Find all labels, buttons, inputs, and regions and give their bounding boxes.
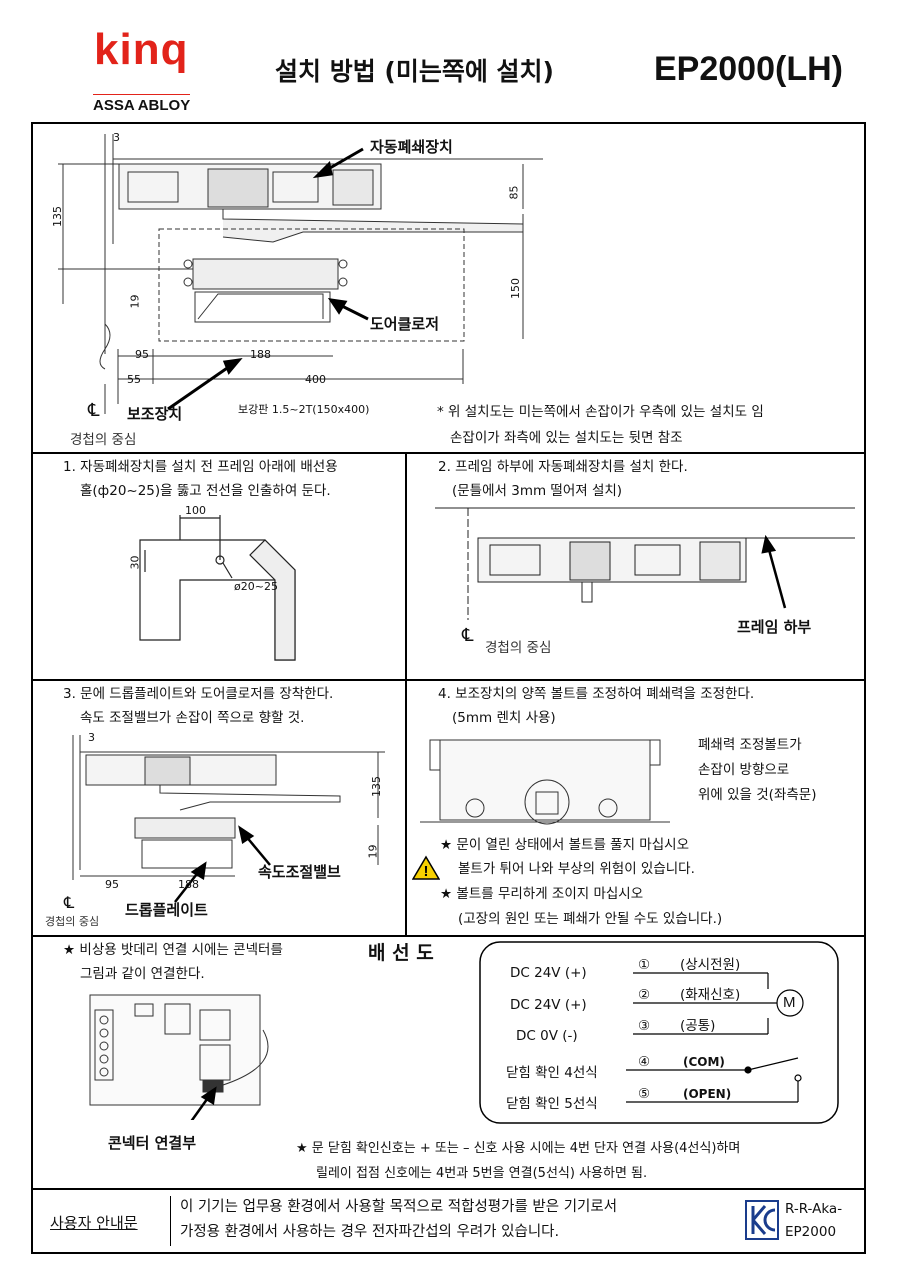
step4-warning-1: ★ 문이 열린 상태에서 볼트를 풀지 마십시오 (440, 837, 689, 853)
wire-row-4-desc: (COM) (683, 1055, 725, 1069)
dim-85: 85 (507, 185, 521, 200)
step4-warning-4: (고장의 원인 또는 폐쇄가 안될 수도 있습니다.) (458, 911, 723, 927)
step3-plate-label: 드롭플레이트 (125, 901, 208, 919)
divider (31, 679, 866, 681)
step4-text-2: (5mm 렌치 사용) (452, 710, 556, 726)
overview-note-1: * 위 설치도는 미는쪽에서 손잡이가 우측에 있는 설치도 임 (437, 404, 764, 420)
label-auto-lock: 자동폐쇄장치 (370, 138, 453, 156)
step3-dim-3: 3 (88, 731, 95, 744)
step1-text-1: 1. 자동폐쇄장치를 설치 전 프레임 아래에 배선용 (63, 459, 338, 475)
step1-hole-label: ø20~25 (234, 580, 278, 593)
centerline-icon: ℄ (64, 893, 75, 912)
wire-row-5-num: ⑤ (638, 1086, 651, 1102)
logo-kinq: kinq (94, 25, 189, 74)
motor-label: M (783, 994, 796, 1011)
step1-text-2: 홀(ф20~25)을 뚫고 전선을 인출하여 둔다. (80, 483, 331, 499)
step3-valve-label: 속도조절밸브 (258, 863, 341, 881)
wire-row-2-desc: (화재신호) (680, 987, 741, 1003)
hinge-center-label: 경첩의 중심 (70, 432, 137, 448)
logo-assa-abloy: ASSA ABLOY (93, 94, 191, 114)
wire-row-1-left: DC 24V (+) (510, 965, 587, 981)
controller-board-diagram (89, 994, 269, 1120)
user-notice-label: 사용자 안내문 (50, 1214, 138, 1232)
step4-aux-diagram (420, 739, 670, 825)
dim-150: 150 (509, 278, 522, 299)
wire-row-4-left: 닫힘 확인 4선식 (506, 1065, 598, 1081)
step4-text-1: 4. 보조장치의 양쪽 볼트를 조정하여 폐쇄력을 조정한다. (438, 686, 755, 702)
wire-row-5-desc: (OPEN) (683, 1087, 732, 1101)
step3-center-label: 경첩의 중심 (45, 915, 100, 928)
step2-frame-label: 프레임 하부 (737, 618, 812, 636)
wiring-footnote-2: 릴레이 접점 신호에는 4번과 5번을 연결(5선식) 사용하면 됨. (316, 1166, 648, 1181)
step2-text-1: 2. 프레임 하부에 자동폐쇄장치를 설치 한다. (438, 459, 688, 475)
wire-row-2-num: ② (638, 987, 651, 1003)
wiring-footnote-1: ★ 문 닫힘 확인신호는 + 또는 – 신호 사용 시에는 4번 단자 연결 사… (296, 1141, 741, 1156)
cert-number-1: R-R-Aka- (785, 1201, 843, 1217)
cert-number-2: EP2000 (785, 1224, 837, 1240)
model-number: EP2000(LH) (654, 50, 843, 88)
reinforce-plate-label: 보강판 1.5~2T(150x400) (238, 403, 370, 416)
dim-95: 95 (135, 348, 149, 361)
wire-row-3-desc: (공통) (680, 1018, 716, 1034)
notice-text-1: 이 기기는 업무용 환경에서 사용할 목적으로 적합성평가를 받은 기기로서 (180, 1199, 618, 1215)
dim-188: 188 (250, 348, 271, 361)
dim-55: 55 (127, 373, 141, 386)
step1-dim-30: 30 (128, 555, 142, 570)
battery-note-1: ★ 비상용 밧데리 연결 시에는 콘넥터를 (63, 942, 283, 958)
step1-frame-diagram (139, 515, 296, 661)
step3-dim-135: 135 (370, 776, 383, 797)
wire-row-1-desc: (상시전원) (680, 957, 741, 973)
step1-dim-100: 100 (185, 504, 206, 517)
wire-row-3-left: DC 0V (-) (516, 1028, 578, 1044)
page-title: 설치 방법 (미는쪽에 설치) (275, 57, 554, 86)
divider (31, 935, 866, 937)
wire-row-3-num: ③ (638, 1018, 651, 1034)
connector-label: 콘넥터 연결부 (108, 1134, 197, 1152)
wire-row-1-num: ① (638, 957, 651, 973)
wiring-diagram (479, 941, 839, 1124)
dim-400: 400 (305, 373, 326, 386)
step3-closer-diagram (72, 735, 385, 903)
wire-row-5-left: 닫힘 확인 5선식 (506, 1096, 598, 1112)
step2-text-2: (문틀에서 3mm 떨어져 설치) (452, 483, 623, 499)
kc-certification-icon (745, 1200, 779, 1240)
step3-text-1: 3. 문에 드롭플레이트와 도어클로저를 장착한다. (63, 686, 334, 702)
installation-overview-diagram (58, 134, 543, 414)
divider (31, 1188, 866, 1190)
divider (405, 452, 407, 935)
centerline-icon: ℄ (88, 400, 100, 421)
wire-row-2-left: DC 24V (+) (510, 997, 587, 1013)
warning-icon: ! (412, 855, 440, 880)
step3-dim-95: 95 (105, 878, 119, 891)
svg-text:!: ! (424, 863, 429, 880)
label-door-closer: 도어클로저 (370, 315, 440, 333)
divider (31, 452, 866, 454)
centerline-icon: ℄ (462, 625, 474, 646)
dim-19: 19 (128, 294, 142, 309)
overview-note-2: 손잡이가 좌측에 있는 설치도는 뒷면 참조 (450, 430, 683, 446)
wiring-title: 배 선 도 (368, 942, 434, 964)
step2-center-label: 경첩의 중심 (485, 640, 552, 656)
step3-text-2: 속도 조절밸브가 손잡이 쪽으로 향할 것. (80, 710, 305, 726)
step4-bolt-note-1: 폐쇄력 조정볼트가 (698, 737, 802, 753)
step2-mount-diagram (435, 507, 855, 620)
dim-3: 3 (113, 131, 120, 144)
step4-bolt-note-2: 손잡이 방향으로 (698, 762, 790, 778)
step4-warning-3: ★ 볼트를 무리하게 조이지 마십시오 (440, 886, 644, 902)
wire-row-4-num: ④ (638, 1054, 651, 1070)
step4-warning-2: 볼트가 튀어 나와 부상의 위험이 있습니다. (458, 861, 695, 877)
step3-dim-188: 188 (178, 878, 199, 891)
label-aux-device: 보조장치 (127, 405, 183, 423)
notice-text-2: 가정용 환경에서 사용하는 경우 전자파간섭의 우려가 있습니다. (180, 1224, 560, 1240)
dim-135: 135 (51, 206, 64, 227)
divider (170, 1196, 171, 1246)
step3-dim-19: 19 (366, 844, 380, 859)
step4-bolt-note-3: 위에 있을 것(좌측문) (698, 787, 817, 803)
document-frame (31, 122, 866, 1254)
battery-note-2: 그림과 같이 연결한다. (80, 966, 205, 982)
